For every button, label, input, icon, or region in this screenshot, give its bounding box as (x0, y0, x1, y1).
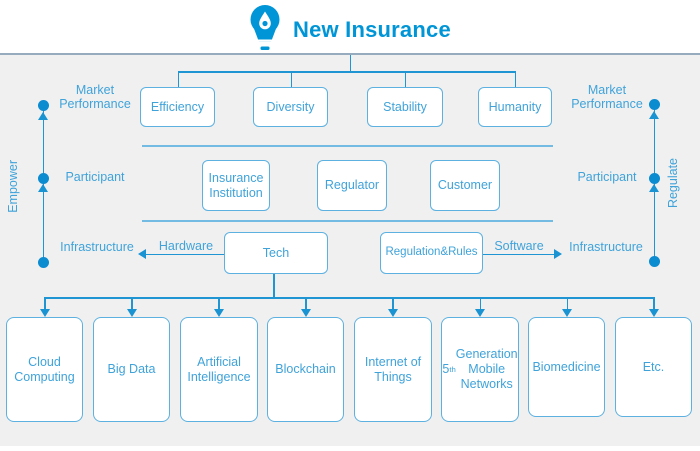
left-rail-line (42, 105, 44, 262)
software-arrowhead (554, 249, 562, 259)
connector (514, 71, 516, 87)
node-regulation-rules: Regulation&Rules (380, 232, 483, 274)
connector (44, 297, 46, 310)
connector (479, 297, 481, 310)
header-divider (0, 53, 700, 55)
connector (653, 297, 655, 310)
node-artificial-intelligence: Artificial Intelligence (180, 317, 258, 422)
down-arrowhead (39, 309, 50, 317)
connector (273, 274, 275, 298)
software-edge-label: Software (494, 239, 544, 253)
lightbulb-icon (250, 5, 280, 50)
node-diversity: Diversity (253, 87, 328, 127)
node-humanity: Humanity (478, 87, 552, 127)
layer-divider-lower (142, 220, 553, 222)
node-big-data: Big Data (93, 317, 170, 422)
connector (566, 297, 568, 310)
left-level-infrastructure: Infrastructure (60, 240, 134, 254)
connector (290, 71, 292, 87)
down-arrowhead (387, 309, 398, 317)
node-internet-of-things: Internet of Things (354, 317, 432, 422)
left-rail-dot (37, 256, 49, 268)
left-rail-dot (37, 172, 49, 184)
left-rail-vertical-label: Empower (6, 160, 20, 213)
down-arrowhead (475, 309, 485, 317)
down-arrowhead (300, 309, 311, 317)
node-cloud-computing: Cloud Computing (6, 317, 83, 422)
connector (305, 297, 307, 310)
right-level-market-performance: Market Performance (571, 83, 643, 111)
node-stability: Stability (367, 87, 443, 127)
right-rail-dot (648, 99, 660, 110)
node-blockchain: Blockchain (267, 317, 344, 422)
up-arrowhead (38, 112, 48, 120)
right-rail-dot (648, 255, 660, 267)
connector (44, 297, 654, 299)
node-customer: Customer (430, 160, 500, 211)
connector (392, 297, 394, 310)
down-arrowhead (648, 309, 659, 317)
left-level-participant: Participant (65, 170, 125, 184)
down-arrowhead (126, 309, 137, 317)
connector (218, 297, 220, 310)
right-level-infrastructure: Infrastructure (569, 240, 643, 254)
connector (177, 71, 516, 73)
connector (131, 297, 133, 310)
software-arrow-line (483, 253, 555, 255)
node-tech: Tech (224, 232, 328, 274)
right-rail-dot (648, 172, 660, 184)
down-arrowhead (213, 309, 224, 317)
page-title: New Insurance (293, 17, 451, 42)
right-rail-vertical-label: Regulate (666, 158, 680, 209)
node-insurance-institution: Insurance Institution (202, 160, 270, 211)
connector (177, 71, 179, 87)
connector (404, 71, 406, 87)
left-level-market-performance: Market Performance (59, 83, 131, 111)
up-arrowhead (649, 184, 659, 192)
up-arrowhead (649, 111, 659, 119)
node-etc: Etc. (615, 317, 692, 417)
up-arrowhead (38, 184, 48, 192)
right-level-participant: Participant (577, 170, 637, 184)
hardware-arrow-line (146, 253, 224, 255)
left-rail-dot (37, 100, 49, 111)
node-efficiency: Efficiency (140, 87, 215, 127)
down-arrowhead (562, 309, 572, 317)
node-biomedicine: Biomedicine (528, 317, 605, 417)
node-regulator: Regulator (317, 160, 387, 211)
connector (349, 55, 351, 71)
layer-divider-upper (142, 145, 553, 147)
hardware-edge-label: Hardware (158, 239, 214, 253)
hardware-arrowhead (138, 249, 146, 259)
